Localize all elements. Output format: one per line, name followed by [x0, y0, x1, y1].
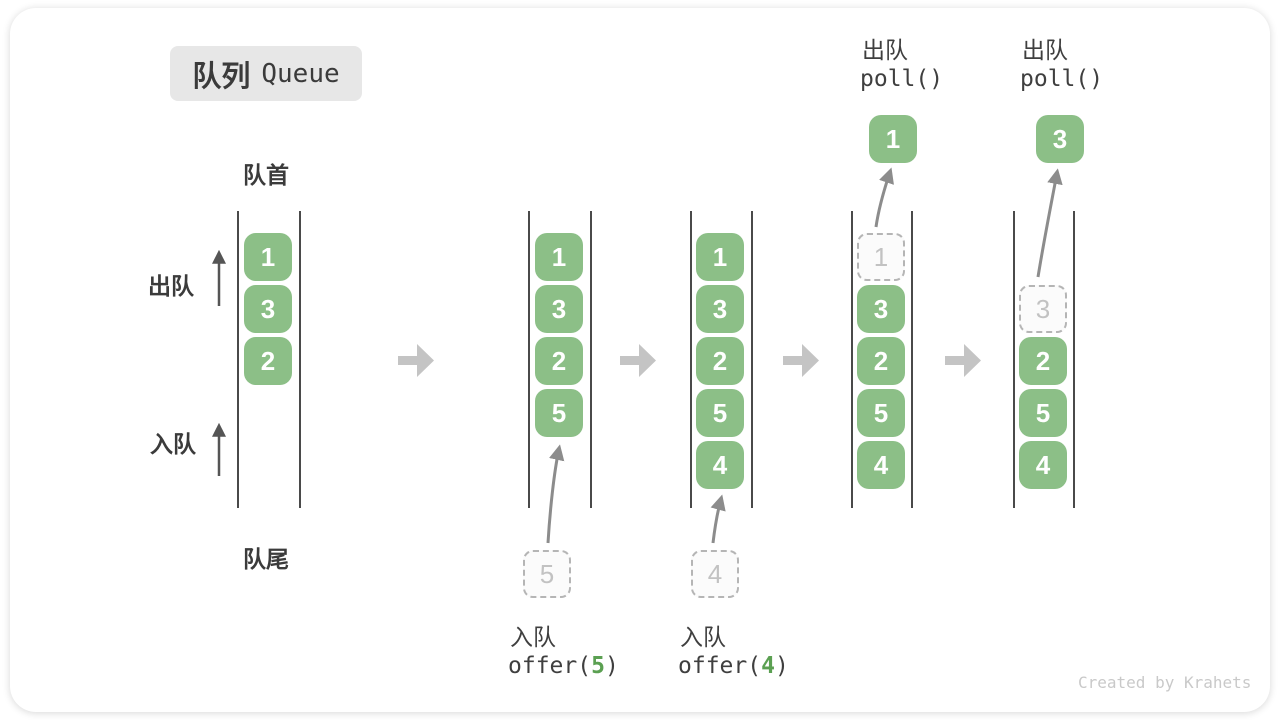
- label-queue-rear: 队尾: [243, 546, 289, 572]
- queue-cell: 3: [535, 285, 583, 333]
- diagram-card: [10, 8, 1270, 712]
- code-arg: 5: [591, 653, 605, 679]
- incoming-cell: 5: [523, 550, 571, 598]
- queue-cell: 3: [244, 285, 292, 333]
- queue-cell: 2: [857, 337, 905, 385]
- queue-cell: 1: [535, 233, 583, 281]
- queue-wall-left: [851, 211, 853, 508]
- queue-wall-right: [751, 211, 753, 508]
- popped-cell: 3: [1036, 115, 1084, 163]
- enqueue-op-label: 入队: [510, 624, 556, 650]
- queue-cell: 5: [535, 389, 583, 437]
- queue-cell: 4: [696, 441, 744, 489]
- title-badge: 队列 Queue: [170, 46, 362, 101]
- dequeue-op-label: 出队: [1022, 37, 1068, 63]
- queue-cell: 2: [696, 337, 744, 385]
- queue-wall-left: [690, 211, 692, 508]
- enqueue-op-code: offer(4): [678, 653, 789, 679]
- queue-cell: 2: [535, 337, 583, 385]
- dequeue-op-code: poll(): [1020, 66, 1104, 92]
- label-queue-front: 队首: [243, 162, 289, 188]
- dequeue-op-code: poll(): [860, 66, 944, 92]
- queue-wall-right: [590, 211, 592, 508]
- queue-cell: 4: [857, 441, 905, 489]
- queue-cell: 1: [244, 233, 292, 281]
- removed-cell: 3: [1019, 285, 1067, 333]
- dequeue-op-label: 出队: [862, 37, 908, 63]
- queue-wall-right: [1073, 211, 1075, 508]
- enqueue-op-code: offer(5): [508, 653, 619, 679]
- code-prefix: offer(: [678, 653, 762, 679]
- queue-cell: 3: [857, 285, 905, 333]
- enqueue-op-label: 入队: [680, 624, 726, 650]
- popped-cell: 1: [869, 115, 917, 163]
- removed-cell: 1: [857, 233, 905, 281]
- queue-wall-left: [528, 211, 530, 508]
- queue-cell: 4: [1019, 441, 1067, 489]
- queue-wall-left: [1013, 211, 1015, 508]
- queue-cell: 5: [696, 389, 744, 437]
- queue-cell: 2: [1019, 337, 1067, 385]
- queue-cell: 5: [857, 389, 905, 437]
- queue-wall-right: [911, 211, 913, 508]
- code-prefix: offer(: [508, 653, 592, 679]
- queue-cell: 2: [244, 337, 292, 385]
- title-zh: 队列: [192, 60, 251, 93]
- queue-cell: 3: [696, 285, 744, 333]
- queue-cell: 1: [696, 233, 744, 281]
- code-suffix: ): [604, 653, 619, 679]
- watermark: Created by Krahets: [1078, 673, 1252, 692]
- code-arg: 4: [761, 653, 775, 679]
- label-dequeue-direction: 出队: [148, 273, 194, 299]
- queue-wall-right: [299, 211, 301, 508]
- label-enqueue-direction: 入队: [150, 431, 196, 457]
- incoming-cell: 4: [691, 550, 739, 598]
- queue-cell: 5: [1019, 389, 1067, 437]
- queue-wall-left: [237, 211, 239, 508]
- title-en: Queue: [261, 58, 340, 89]
- code-suffix: ): [774, 653, 789, 679]
